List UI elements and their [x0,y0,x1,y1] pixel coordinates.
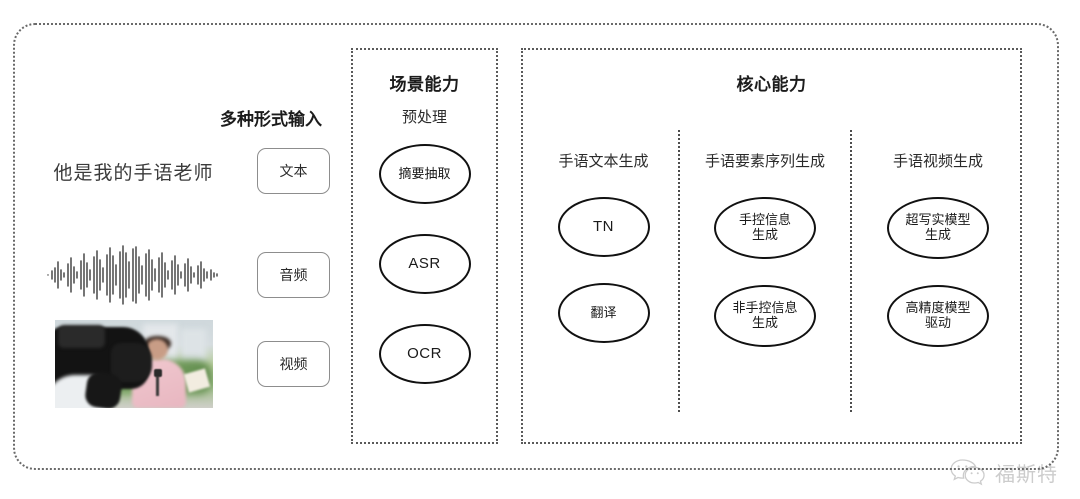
wechat-icon [950,459,985,486]
waveform-sample-wrap [40,244,227,306]
input-pill-video[interactable]: 视频 [257,341,330,387]
microphone-head [154,369,162,378]
scene-node-stack: 摘要抽取 ASR OCR [353,144,496,384]
camera-lens [111,342,153,382]
core-capability-panel: 核心能力 手语文本生成 TN 翻译 手语要素序列生成 手控信息生成 非手控信息生… [521,48,1022,444]
input-pill-audio[interactable]: 音频 [257,252,330,298]
video-thumbnail-image [54,320,213,408]
core-column-heading-2: 手语视频生成 [892,153,983,170]
input-row-text: 他是我的手语老师 文本 [40,148,330,194]
outer-dotted-frame [13,23,1059,470]
text-sample: 他是我的手语老师 [53,162,214,184]
watermark-text: 福斯特 [995,461,1058,486]
inputs-section-title: 多种形式输入 [220,110,322,129]
camera-hood [57,325,106,349]
input-pill-text[interactable]: 文本 [257,148,330,194]
core-column-sign-element-sequence-generation: 手语要素序列生成 手控信息生成 非手控信息生成 [680,150,850,347]
watermark: 福斯特 [949,457,1058,487]
core-node-manual-info-generation[interactable]: 手控信息生成 [714,197,816,259]
core-node-tn[interactable]: TN [557,197,650,257]
input-row-video: 视频 [40,320,330,408]
background-building-2 [180,328,207,363]
video-sample-wrap [40,320,227,408]
core-column-sign-video-generation: 手语视频生成 超写实模型生成 高精度模型驱动 [852,150,1024,347]
core-column-divider-2 [850,130,852,412]
core-node-stack-2: 超写实模型生成 高精度模型驱动 [852,197,1024,347]
scene-capability-panel: 场景能力 预处理 摘要抽取 ASR OCR [351,48,498,444]
core-column-divider-1 [678,130,680,412]
core-column-sign-text-generation: 手语文本生成 TN 翻译 [529,150,678,343]
core-panel-title: 核心能力 [736,75,807,94]
scene-panel-subtitle: 预处理 [401,109,447,126]
core-node-stack-1: 手控信息生成 非手控信息生成 [680,197,850,347]
core-column-heading-0: 手语文本生成 [558,153,649,170]
core-node-translation[interactable]: 翻译 [557,283,650,343]
scene-panel-title: 场景能力 [389,75,460,94]
operator-arm [83,370,124,408]
scene-node-summary-extraction[interactable]: 摘要抽取 [378,144,471,204]
microphone-stick [156,376,160,396]
core-node-high-precision-model-driving[interactable]: 高精度模型驱动 [887,285,989,347]
text-sample-wrap: 他是我的手语老师 [40,158,227,185]
audio-waveform-icon [46,245,218,305]
input-row-audio: 音频 [40,244,330,306]
core-node-non-manual-info-generation[interactable]: 非手控信息生成 [714,285,816,347]
core-node-stack-0: TN 翻译 [529,197,678,343]
core-column-heading-1: 手语要素序列生成 [704,153,825,170]
scene-node-asr[interactable]: ASR [378,234,471,294]
scene-node-ocr[interactable]: OCR [378,324,471,384]
core-node-hyperrealistic-model-generation[interactable]: 超写实模型生成 [887,197,989,259]
